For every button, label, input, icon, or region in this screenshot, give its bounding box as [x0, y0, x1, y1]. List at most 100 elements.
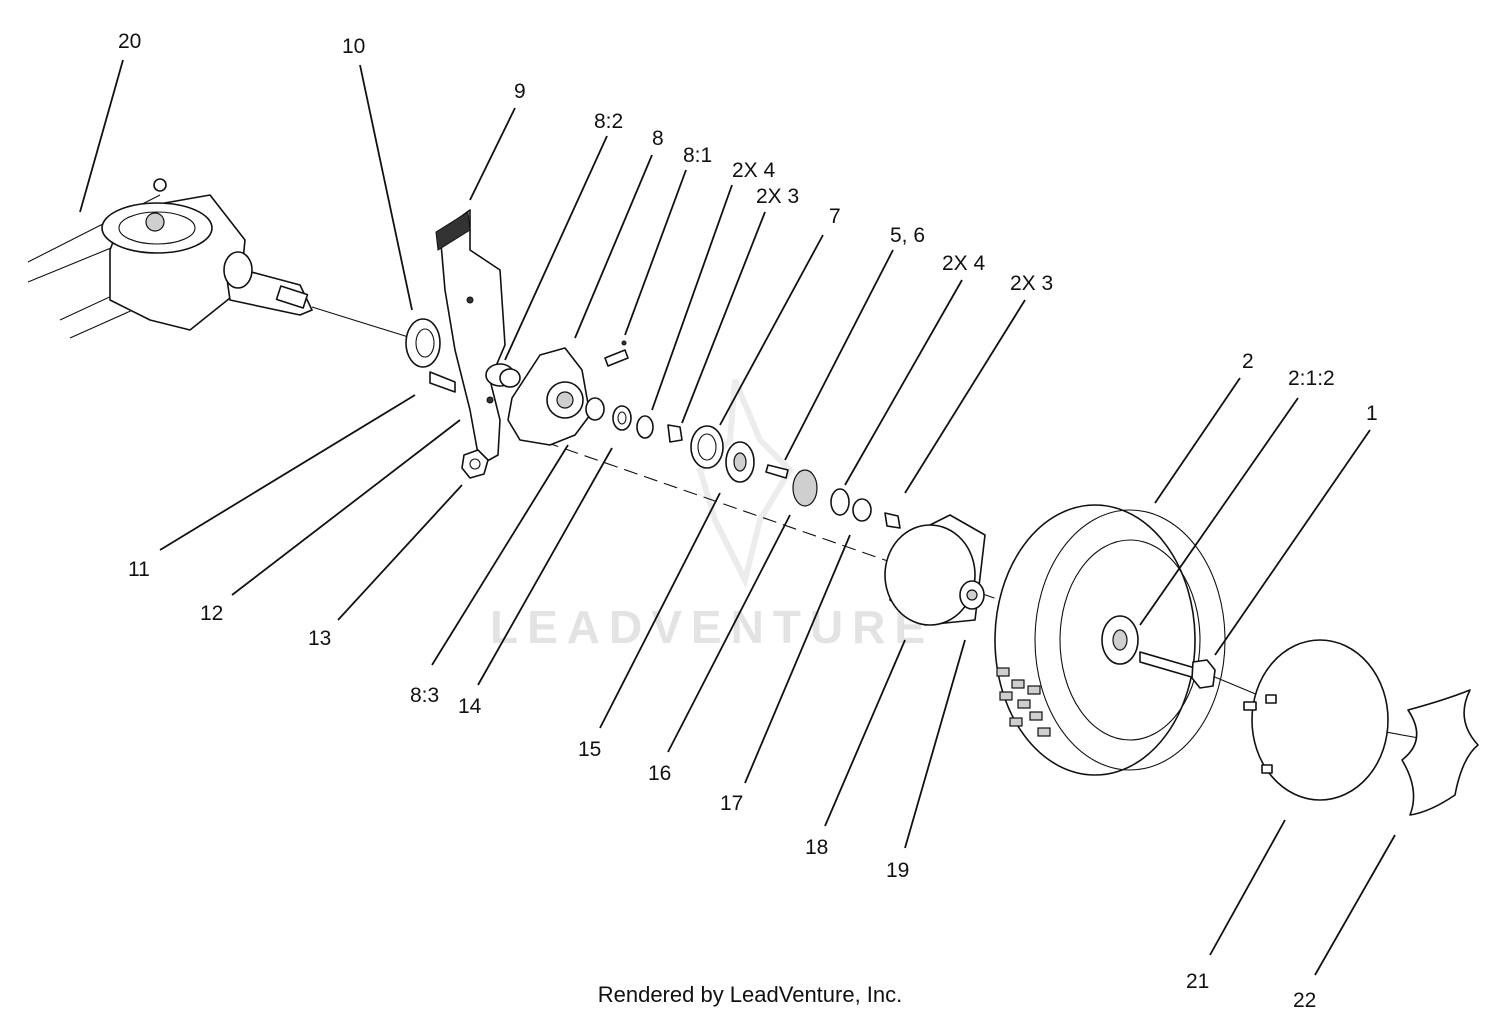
decal-22	[1401, 689, 1479, 816]
retainer-2x3-b	[884, 512, 901, 529]
tread-block	[1011, 679, 1025, 689]
leader-2	[1154, 377, 1241, 504]
bracket-grip	[435, 211, 471, 251]
bolt-11	[429, 371, 456, 393]
transmission-assembly	[27, 178, 313, 339]
callout-17: 17	[720, 792, 743, 815]
callout-9: 9	[514, 80, 526, 103]
leader-8-2	[504, 135, 608, 361]
shoulder-bolt-1	[1139, 651, 1216, 689]
callout-2x4-b: 2X 4	[942, 252, 986, 275]
washer-10	[405, 318, 441, 368]
leader-2x4-b	[844, 279, 963, 486]
pinion-gear-17	[792, 469, 818, 507]
leader-17	[744, 534, 851, 784]
pin-5-6	[765, 464, 789, 479]
shaft-key	[275, 285, 309, 309]
leader-15	[599, 492, 721, 729]
callout-2x4-a: 2X 4	[732, 159, 776, 182]
axis-line-shaft	[311, 306, 419, 341]
callout-5-6: 5, 6	[890, 224, 925, 247]
washer-15	[612, 405, 632, 431]
cap-tab-1	[1265, 694, 1277, 704]
washer-outer	[405, 318, 441, 368]
leader-14	[477, 447, 613, 686]
callout-7: 7	[829, 205, 841, 228]
leader-13	[337, 484, 463, 621]
callout-12: 12	[200, 602, 223, 625]
small-hardware	[429, 363, 521, 479]
pivot-arm-8	[507, 340, 629, 446]
bushing-8-2-face	[499, 368, 521, 388]
callout-13: 13	[308, 627, 331, 650]
leader-20	[79, 59, 124, 213]
callout-2-1-2: 2:1:2	[1288, 367, 1335, 390]
spacer-14	[585, 397, 605, 421]
callout-2: 2	[1242, 350, 1254, 373]
washer-2x4-a	[636, 415, 654, 439]
leader-8-3	[431, 444, 569, 666]
leader-2-1-2	[1139, 397, 1299, 626]
callout-8-1: 8:1	[683, 144, 712, 167]
washer-hole	[415, 328, 435, 358]
leader-8-1	[624, 169, 687, 336]
wheel-tire	[994, 504, 1196, 776]
leader-7	[719, 234, 824, 426]
spacer-18	[852, 498, 872, 522]
wheel-face-inner	[1059, 539, 1201, 741]
callout-14: 14	[458, 695, 482, 718]
leader-16	[667, 514, 791, 753]
leader-12	[231, 419, 461, 596]
callout-labels: 20 10 9 8:2 8 8:1 2X 4 2X 3 7 5, 6 2X 4 …	[118, 30, 1378, 1012]
leader-2x4-a	[651, 184, 733, 411]
cup-rim	[884, 524, 976, 626]
washer-2x4-b	[830, 488, 850, 516]
leader-9	[469, 107, 516, 201]
retainer-2x3-a	[667, 424, 683, 443]
cap-tab-3	[1243, 701, 1257, 711]
callout-2x3-b: 2X 3	[1010, 272, 1053, 295]
callout-2x3-a: 2X 3	[756, 185, 799, 208]
tread-block	[1029, 711, 1043, 721]
leader-lines	[79, 59, 1396, 976]
callout-8: 8	[652, 127, 664, 150]
tread-block	[996, 667, 1010, 677]
callout-15: 15	[578, 738, 601, 761]
bearing-7	[690, 425, 724, 469]
leader-10	[359, 64, 413, 311]
nut-13-hole	[469, 458, 481, 470]
bearing-7-inner	[697, 433, 717, 461]
leader-1	[1214, 429, 1371, 656]
ball-8-1	[621, 340, 627, 346]
callout-11: 11	[128, 558, 150, 581]
leader-18	[824, 639, 906, 827]
decal-shape	[1401, 689, 1479, 816]
callout-19: 19	[886, 859, 909, 882]
callout-8-3: 8:3	[410, 684, 439, 707]
leader-2x3-b	[904, 299, 1026, 494]
leader-11	[159, 394, 416, 551]
callout-16: 16	[648, 762, 671, 785]
axle-stack	[585, 397, 901, 529]
tread-block	[1027, 685, 1041, 695]
footer-credit: Rendered by LeadVenture, Inc.	[597, 982, 903, 1007]
leader-22	[1314, 834, 1396, 976]
hub-cap-disc	[1251, 639, 1389, 801]
pulley-nut	[145, 212, 165, 232]
leader-8	[574, 154, 653, 339]
leader-2x3-a	[681, 211, 766, 424]
watermark-text: LEADVENTURE	[490, 601, 934, 653]
wheel-hub-bore	[1112, 629, 1128, 651]
washer-15-hole	[617, 411, 627, 425]
cap-tab-2	[1261, 764, 1273, 774]
bolt-head	[1191, 659, 1216, 689]
tread-block	[999, 691, 1013, 701]
shaft-collar	[223, 251, 253, 289]
nut-13	[461, 449, 489, 479]
callout-8-2: 8:2	[594, 110, 623, 133]
gear-cup-19	[884, 514, 986, 626]
bracket-hole-1	[466, 296, 474, 304]
leader-21	[1209, 819, 1286, 956]
pulley-groove	[118, 211, 196, 245]
